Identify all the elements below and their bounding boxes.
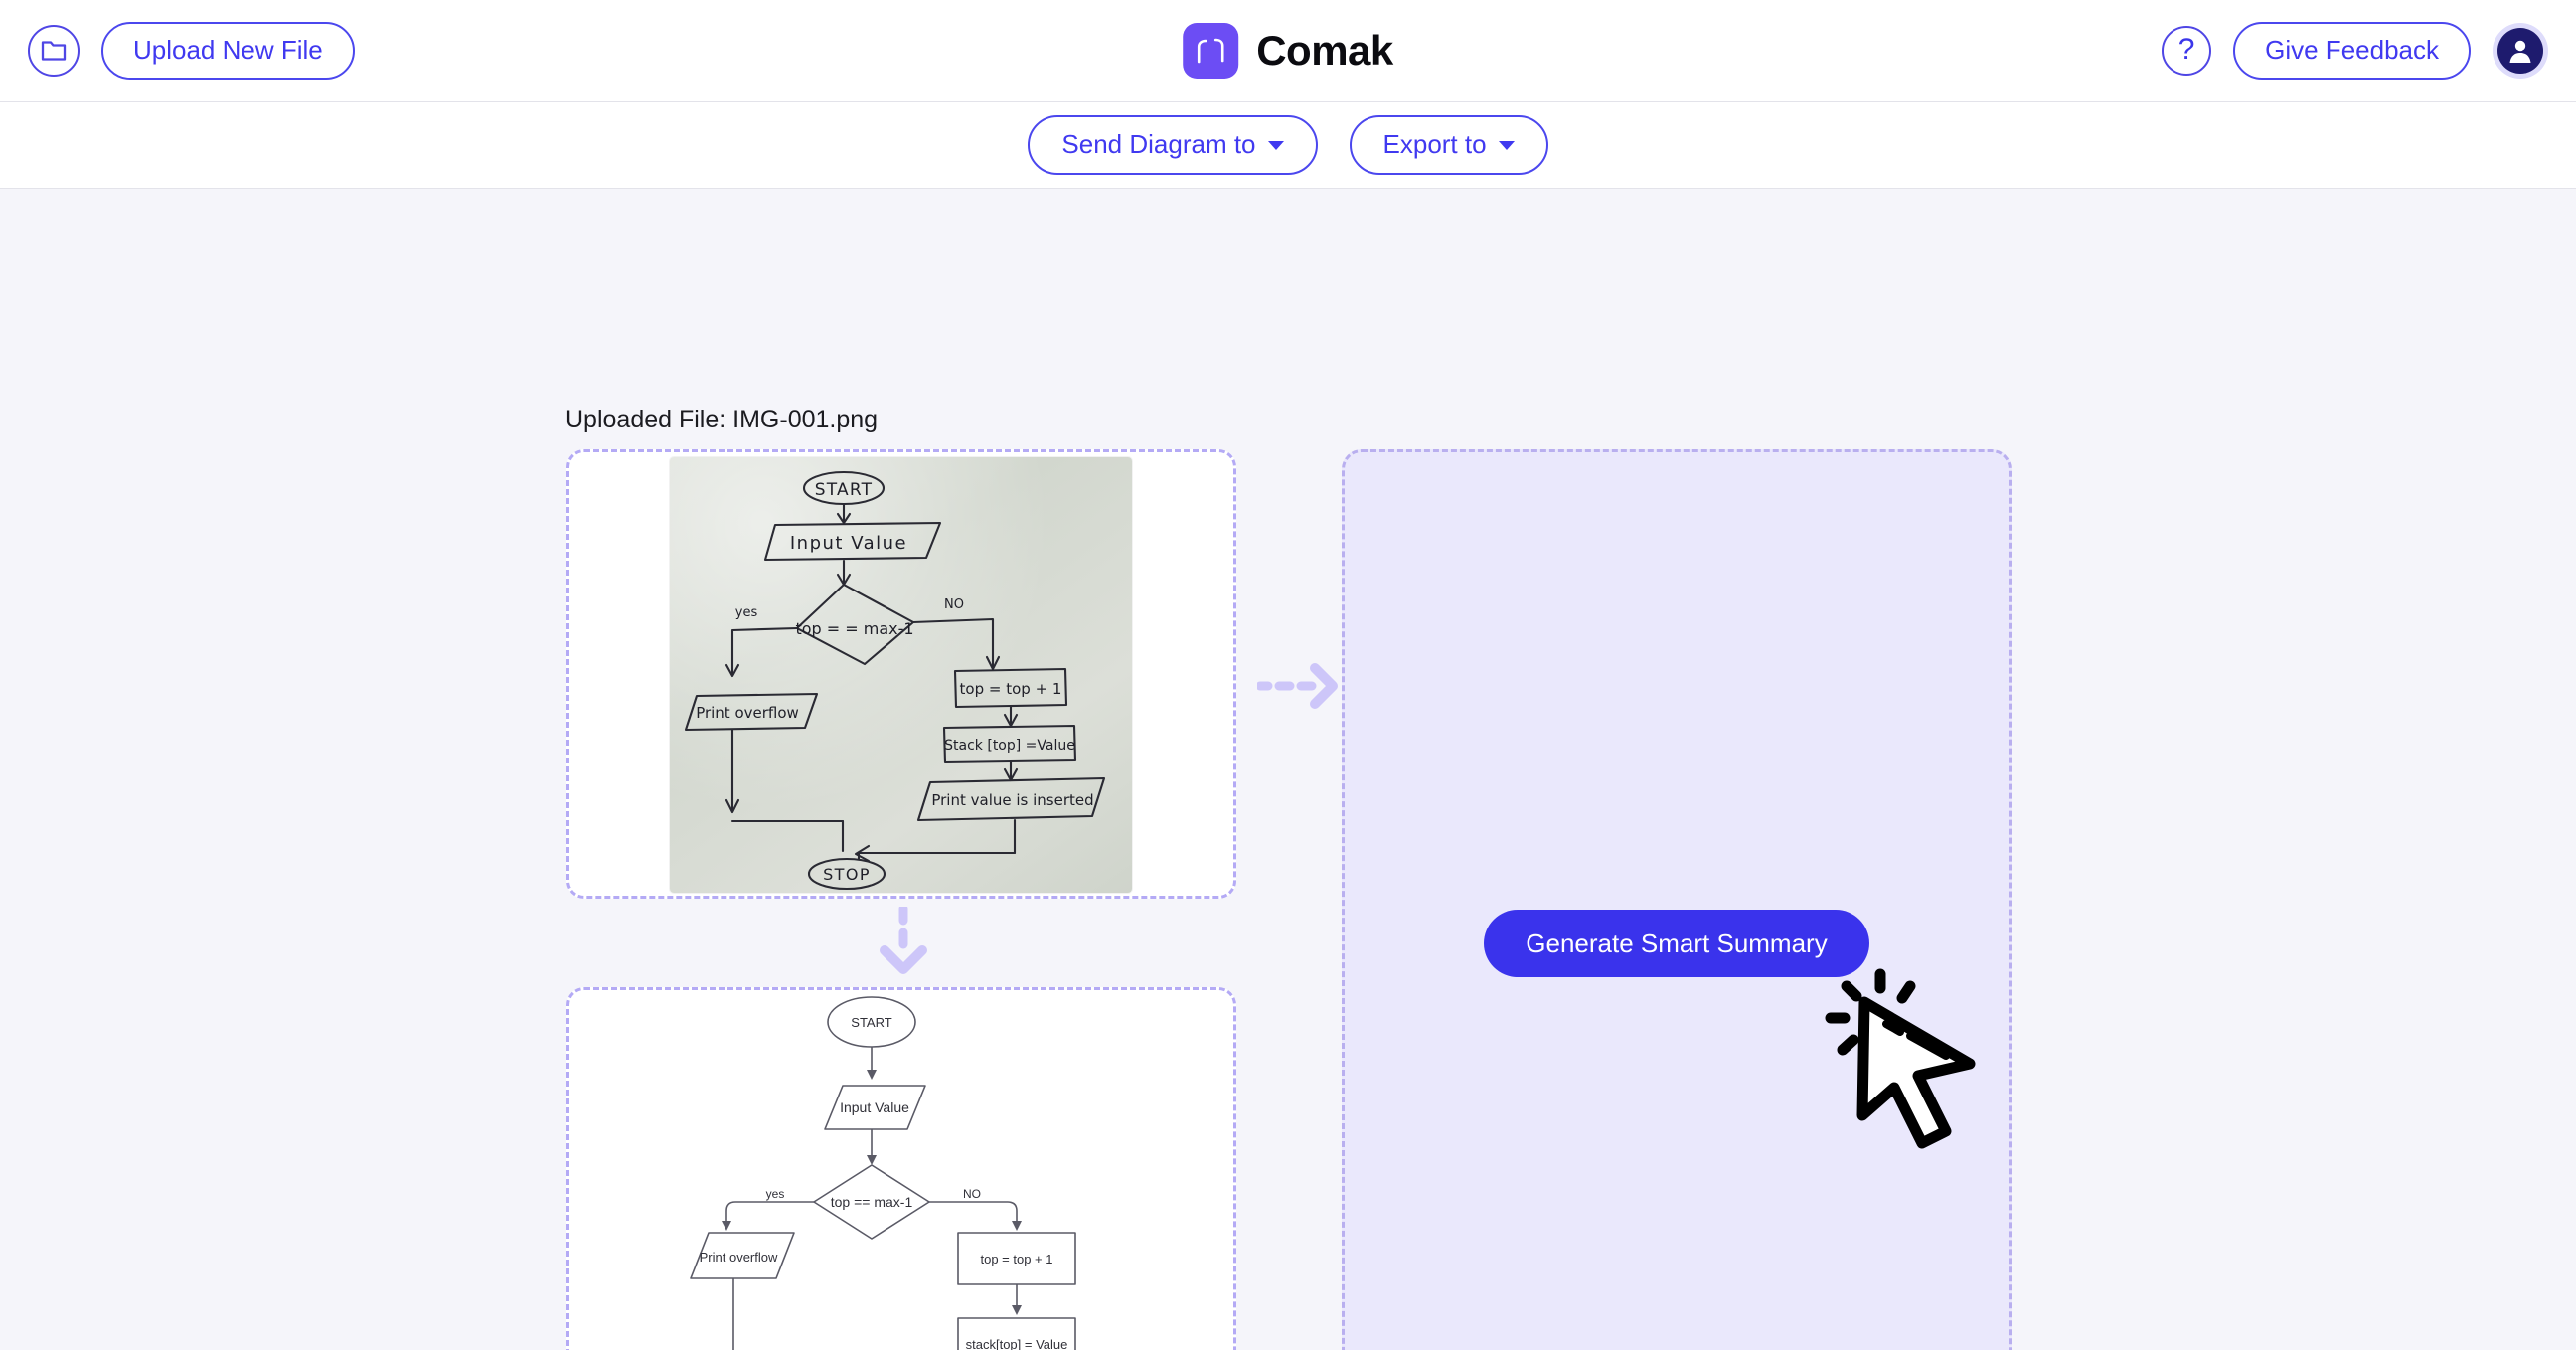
svg-text:yes: yes <box>766 1187 785 1201</box>
header-right-group: ? Give Feedback <box>2162 22 2548 80</box>
generate-smart-summary-button[interactable]: Generate Smart Summary <box>1484 909 1869 977</box>
svg-text:Print overflow: Print overflow <box>700 1250 778 1265</box>
send-diagram-to-label: Send Diagram to <box>1061 129 1256 159</box>
user-avatar-icon <box>2497 28 2543 74</box>
svg-text:START: START <box>815 480 873 500</box>
svg-text:Print overflow: Print overflow <box>696 704 799 722</box>
help-icon-button[interactable]: ? <box>2162 26 2212 76</box>
svg-text:NO: NO <box>963 1187 981 1201</box>
avatar[interactable] <box>2493 23 2548 79</box>
export-to-label: Export to <box>1382 129 1487 159</box>
svg-text:stack[top] = Value: stack[top] = Value <box>966 1337 1068 1350</box>
folder-icon <box>40 38 68 64</box>
header-left-group: Upload New File <box>0 22 355 80</box>
comak-logo-icon <box>1183 23 1239 79</box>
svg-text:top = top + 1: top = top + 1 <box>980 1252 1052 1266</box>
smart-summary-panel[interactable]: Generate Smart Summary <box>1342 449 2012 1350</box>
svg-text:NO: NO <box>944 597 964 612</box>
send-diagram-to-dropdown[interactable]: Send Diagram to <box>1028 115 1318 175</box>
svg-text:Input Value: Input Value <box>840 1099 909 1115</box>
svg-text:Input Value: Input Value <box>790 533 907 554</box>
svg-text:top == max-1: top == max-1 <box>831 1194 913 1210</box>
chevron-down-icon <box>1498 141 1515 150</box>
uploaded-file-label: Uploaded File: IMG-001.png <box>565 406 879 433</box>
svg-text:Print value is inserted: Print value is inserted <box>931 791 1093 809</box>
svg-text:top = top + 1: top = top + 1 <box>960 680 1062 698</box>
arrow-right-dashed-icon <box>1255 656 1339 716</box>
digitized-flowchart-diagram[interactable]: START Input Value top == max-1 yes NO Pr… <box>591 994 1212 1350</box>
upload-new-file-button[interactable]: Upload New File <box>101 22 355 80</box>
svg-text:top = = max-1: top = = max-1 <box>795 619 913 638</box>
svg-text:yes: yes <box>735 605 758 620</box>
svg-text:Stack [top] =Value: Stack [top] =Value <box>944 738 1075 754</box>
chevron-down-icon <box>1267 141 1284 150</box>
app-header: Upload New File Comak ? Give Feedback <box>0 0 2576 102</box>
arrow-down-dashed-icon <box>873 904 934 980</box>
export-to-dropdown[interactable]: Export to <box>1349 115 1548 175</box>
svg-text:STOP: STOP <box>823 865 871 884</box>
brand: Comak <box>1183 23 1393 79</box>
action-toolbar: Send Diagram to Export to <box>0 102 2576 189</box>
digitized-flowchart-panel[interactable] <box>566 987 1236 1350</box>
handwritten-flowchart-image[interactable]: START Input Value top = = max-1 yes NO P… <box>670 457 1132 893</box>
main-content: Uploaded File: IMG-001.png <box>0 189 2576 1350</box>
give-feedback-button[interactable]: Give Feedback <box>2233 22 2471 80</box>
folder-icon-button[interactable] <box>28 25 80 77</box>
svg-text:START: START <box>851 1015 891 1030</box>
page-title: Comak <box>1256 27 1393 74</box>
